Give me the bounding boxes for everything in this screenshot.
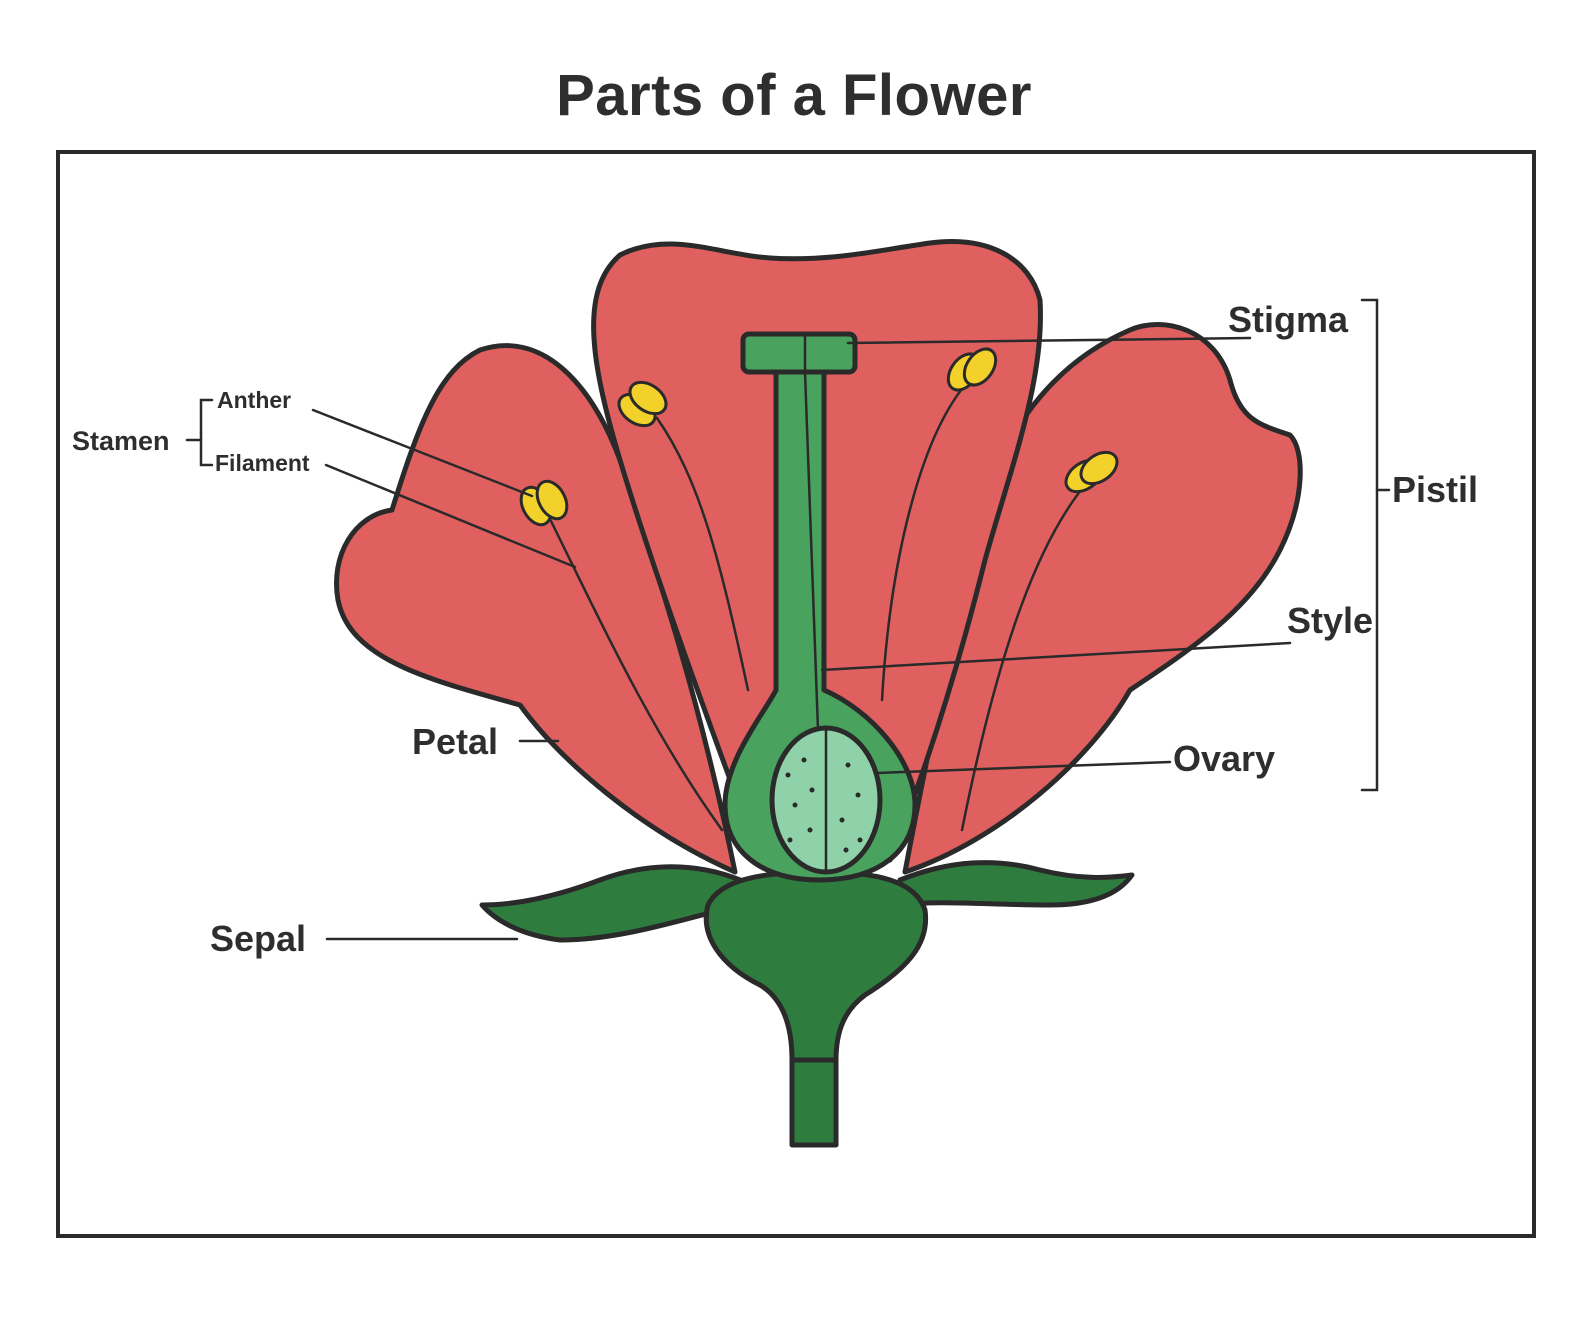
label-petal: Petal (412, 721, 498, 762)
ovules (785, 757, 863, 853)
anther-1 (519, 479, 569, 527)
stigma (740, 331, 858, 375)
stigma-leader (846, 336, 1252, 345)
label-filament: Filament (215, 450, 310, 476)
ovary-leader (875, 760, 1172, 775)
anther-4 (1064, 450, 1119, 494)
anther-leader (311, 408, 534, 498)
leader-lines (185, 298, 1391, 941)
receptacle (703, 869, 929, 1063)
label-ovary: Ovary (1173, 738, 1275, 779)
filament-4 (960, 483, 1087, 832)
label-pistil: Pistil (1392, 469, 1478, 510)
style-midline (803, 370, 820, 732)
anther-3 (946, 347, 998, 392)
labels: Stamen Anther Filament Petal Sepal Stigm… (72, 299, 1478, 959)
label-anther: Anther (217, 387, 291, 413)
diagram-title: Parts of a Flower (556, 63, 1032, 128)
pistil (722, 331, 918, 883)
sepal-right (897, 860, 1135, 908)
filament-leader (324, 463, 577, 569)
label-stamen: Stamen (72, 426, 170, 456)
label-sepal: Sepal (210, 918, 306, 959)
style-leader (820, 641, 1292, 672)
stamens (519, 347, 1119, 832)
label-style: Style (1287, 600, 1373, 641)
diagram-frame (56, 150, 1536, 1238)
sepal-left (479, 864, 743, 943)
pistil-bracket (1360, 298, 1379, 792)
filament-2 (655, 416, 750, 692)
anther-2 (617, 380, 668, 428)
filament-1 (546, 513, 724, 832)
filament-3 (880, 383, 967, 702)
sepals (479, 860, 1135, 1148)
label-stigma: Stigma (1228, 299, 1349, 340)
